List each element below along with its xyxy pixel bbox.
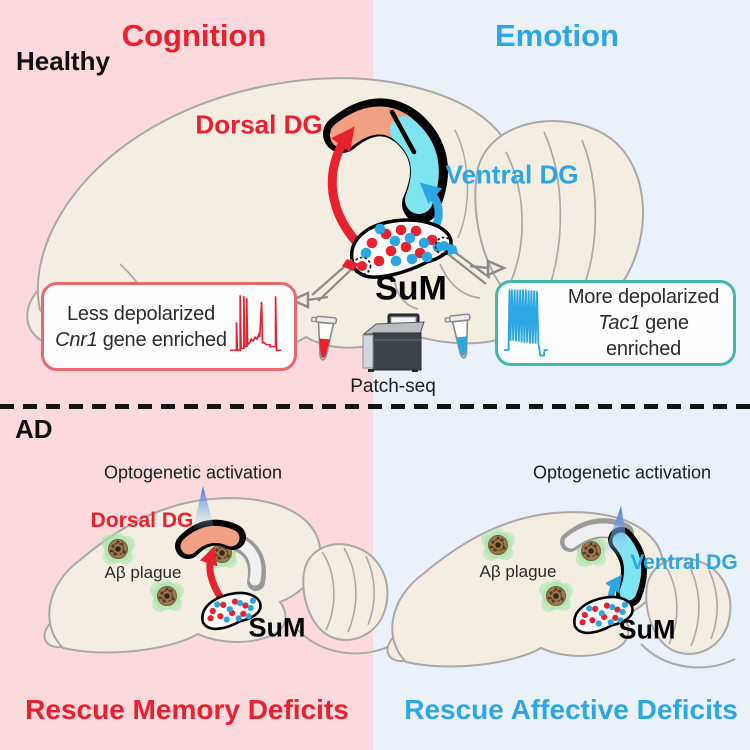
healthy-section-label: Healthy: [16, 46, 110, 76]
amyloid-plaque-icon: [149, 578, 185, 613]
extract-right-arrow-icon: [469, 259, 507, 277]
rescue-affective-heading: Rescue Affective Deficits: [404, 694, 738, 725]
rescue-memory-heading: Rescue Memory Deficits: [25, 694, 349, 725]
sum-label-healthy: SuM: [375, 269, 447, 308]
amyloid-plaque-icon: [100, 531, 136, 566]
section-divider-dashed-line: [0, 404, 750, 409]
ad-affective-illustration: [380, 506, 736, 670]
cognition-heading: Cognition: [121, 18, 267, 53]
red-spike-trace-icon: [229, 294, 281, 351]
less-depolarized-text: Less depolarized: [66, 302, 215, 325]
extract-left-arrow-icon: [289, 291, 329, 309]
cnr1-gene-name: Cnr1: [55, 328, 98, 351]
abeta-plaque-label-left: Aβ plague: [104, 563, 182, 582]
emotion-heading: Emotion: [495, 18, 619, 53]
sum-to-dorsal-dg-arrow: [327, 126, 368, 254]
sum-label-ad-right: SuM: [618, 614, 676, 645]
optogenetic-activation-label-right: Optogenetic activation: [532, 462, 712, 483]
abeta-plaque-label-right: Aβ plague: [479, 562, 557, 581]
ad-section-label: AD: [15, 414, 53, 444]
cnr1-gene-rest: gene enriched: [102, 328, 227, 351]
blue-spike-trace-icon: [503, 289, 548, 357]
dorsal-dg-highlight: [175, 519, 246, 559]
sequencer-icon: [362, 313, 425, 372]
light-cone-icon: [603, 506, 629, 557]
more-depolarized-text: More depolarized: [567, 286, 720, 308]
dorsal-dg-label-ad: Dorsal DG: [90, 509, 194, 532]
dorsal-dg-label-healthy: Dorsal DG: [195, 109, 323, 140]
sum-label-ad-left: SuM: [248, 612, 306, 643]
optogenetic-activation-label-left: Optogenetic activation: [103, 462, 283, 483]
light-cone-icon: [193, 486, 214, 529]
tac1-gene-name: Tac1: [598, 312, 641, 334]
ventral-dg-label-healthy: Ventral DG: [445, 159, 579, 190]
amyloid-plaque-icon: [480, 527, 516, 562]
ad-memory-illustration: [37, 486, 393, 656]
tac1-gene-rest: gene enriched: [605, 312, 689, 360]
patch-pipette-red-icon: [311, 259, 359, 302]
amyloid-plaque-icon: [538, 578, 574, 613]
patch-seq-label: Patch-seq: [350, 376, 436, 397]
patch-pipette-blue-icon: [444, 242, 491, 285]
sum-nucleus: [349, 218, 454, 279]
ventral-dg-label-ad: Ventral DG: [630, 551, 738, 574]
